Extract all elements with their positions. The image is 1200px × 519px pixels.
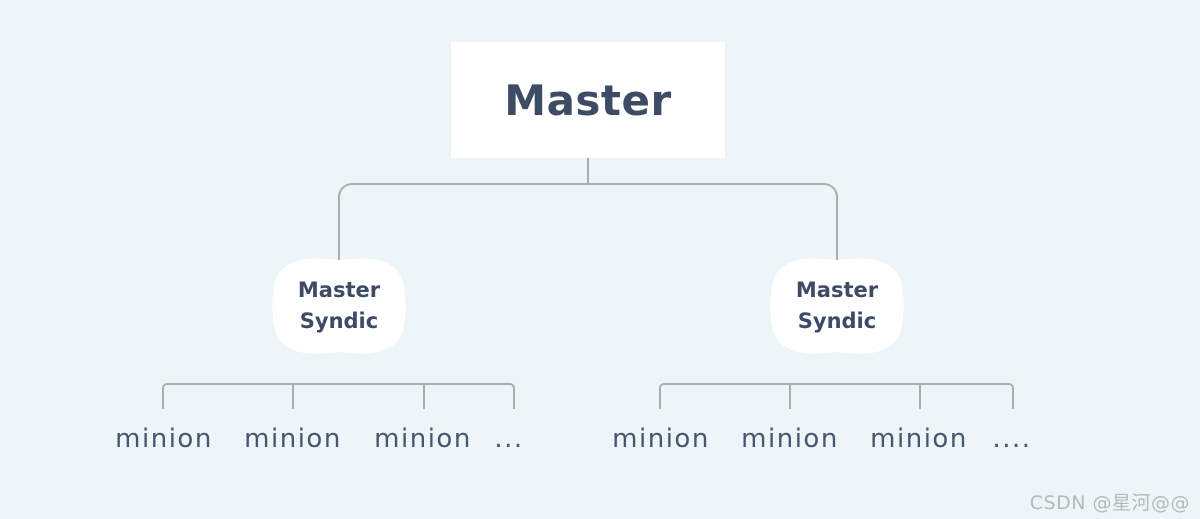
minion-drop-connector [292,385,294,409]
watermark: CSDN @星河@@ [1029,492,1190,514]
syndic-node-right-label: Master Syndic [795,278,879,333]
minion-label: minion [115,424,213,454]
minion-bar-left [162,383,515,409]
root-branch-connector [338,183,838,263]
minion-drop-connector [919,385,921,409]
minion-bar-right [659,383,1014,409]
syndic-blob-shape [272,258,406,354]
syndic-node-left-label: Master Syndic [297,278,381,333]
minion-drop-connector [423,385,425,409]
minion-ellipsis-label: .... [992,424,1032,454]
master-node-label: Master [504,75,672,125]
minion-label: minion [870,424,968,454]
minion-label: minion [612,424,710,454]
root-stem-connector [587,158,589,185]
syndic-blob-shape [770,258,904,354]
syndic-node-right: Master Syndic [761,254,913,358]
minion-label: minion [244,424,342,454]
syndic-node-left: Master Syndic [263,254,415,358]
minion-label: minion [374,424,472,454]
minion-label: minion [741,424,839,454]
minion-ellipsis-label: ... [494,424,524,454]
master-node: Master [451,42,725,158]
minion-drop-connector [789,385,791,409]
